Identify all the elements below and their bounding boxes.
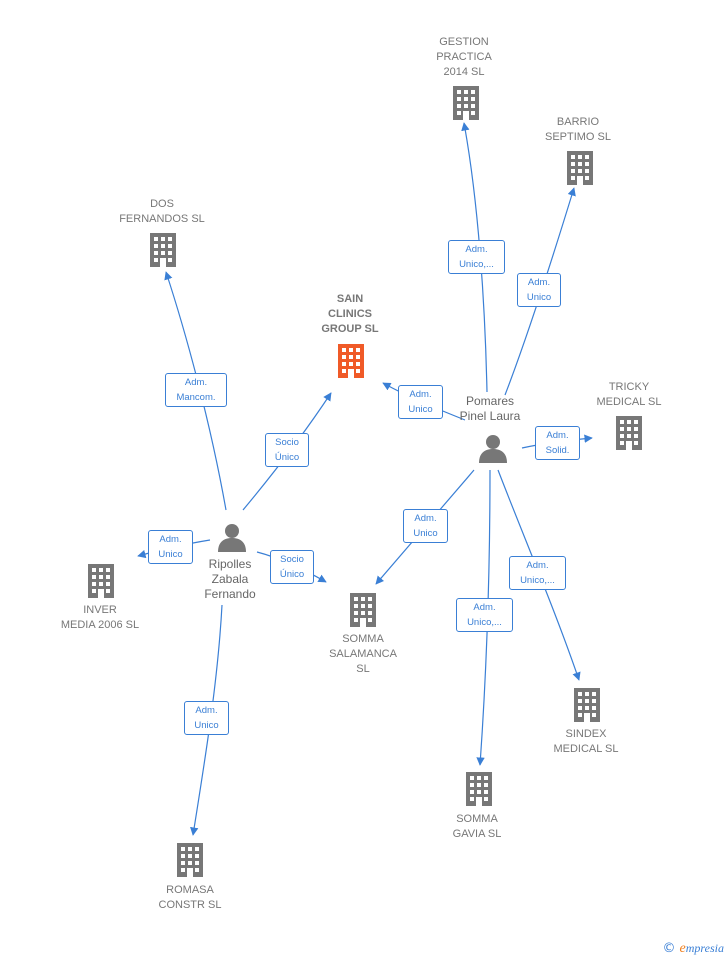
person-label-pomares[interactable]: Pomares Pinel Laura — [459, 394, 521, 423]
company-label-dos[interactable]: DOS FERNANDOS SL — [119, 198, 205, 225]
building-icon — [567, 151, 593, 185]
person-label-ripolles[interactable]: Ripolles Zabala Fernando — [204, 557, 256, 601]
edge-label-pomares-gestion: Adm. Unico,... — [448, 240, 505, 274]
building-icon — [616, 416, 642, 450]
edge-label-ripolles-sain: Socio Único — [265, 433, 309, 467]
building-icon — [88, 564, 114, 598]
company-label-somma-salamanca[interactable]: SOMMA SALAMANCA SL — [329, 633, 397, 675]
building-icon — [574, 688, 600, 722]
building-icon — [177, 843, 203, 877]
edge-label-ripolles-inver: Adm. Unico — [148, 530, 193, 564]
company-label-sindex[interactable]: SINDEX MEDICAL SL — [553, 728, 619, 755]
building-icon — [350, 593, 376, 627]
company-label-tricky[interactable]: TRICKY MEDICAL SL — [596, 381, 662, 408]
edge-label-pomares-somma-salamanca: Adm. Unico — [403, 509, 448, 543]
building-icon — [453, 86, 479, 120]
edge-label-ripolles-somma-salamanca: Socio Único — [270, 550, 314, 584]
company-label-sain[interactable]: SAIN CLINICS GROUP SL — [321, 293, 379, 335]
company-label-romasa[interactable]: ROMASA CONSTR SL — [158, 884, 222, 911]
building-icon — [150, 233, 176, 267]
edge-label-pomares-sain: Adm. Unico — [398, 385, 443, 419]
copyright-icon: © — [662, 941, 676, 956]
building-icon — [466, 772, 492, 806]
edge-label-ripolles-romasa: Adm. Unico — [184, 701, 229, 735]
building-icon — [338, 344, 364, 378]
edge-label-pomares-tricky: Adm. Solid. — [535, 426, 580, 460]
person-icon — [479, 435, 507, 463]
company-label-barrio[interactable]: BARRIO SEPTIMO SL — [544, 116, 612, 143]
brand-initial: e — [679, 941, 686, 956]
edge-label-pomares-sindex: Adm. Unico,... — [509, 556, 566, 590]
company-label-somma-gavia[interactable]: SOMMA GAVIA SL — [452, 813, 502, 840]
edge-label-pomares-barrio: Adm. Unico — [517, 273, 561, 307]
company-label-gestion[interactable]: GESTION PRACTICA 2014 SL — [436, 36, 492, 78]
edge-label-ripolles-dos: Adm. Mancom. — [165, 373, 227, 407]
person-icon — [218, 524, 246, 552]
brand-name: mpresia — [685, 941, 724, 955]
company-label-inver[interactable]: INVER MEDIA 2006 SL — [60, 604, 140, 631]
edge-label-pomares-somma-gavia: Adm. Unico,... — [456, 598, 513, 632]
brand-logo[interactable]: ©empresia — [663, 941, 724, 957]
